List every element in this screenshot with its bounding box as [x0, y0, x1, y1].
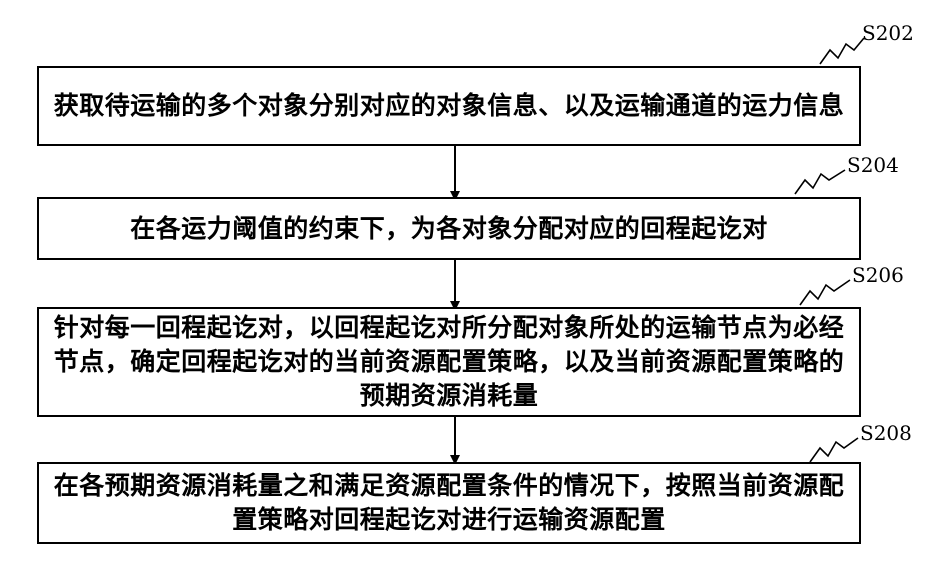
step-label-s206: S206 — [852, 264, 904, 286]
step-label-s208: S208 — [860, 422, 912, 444]
step-text-s204: 在各运力阈值的约束下，为各对象分配对应的回程起讫对 — [118, 212, 780, 246]
step-text-s202: 获取待运输的多个对象分别对应的对象信息、以及运输通道的运力信息 — [42, 89, 857, 123]
step-box-s208: 在各预期资源消耗量之和满足资源配置条件的情况下，按照当前资源配置策略对回程起讫对… — [37, 462, 861, 544]
step-box-s204: 在各运力阈值的约束下，为各对象分配对应的回程起讫对 — [37, 197, 861, 260]
label-leader-s206 — [800, 280, 850, 305]
step-label-s202: S202 — [862, 22, 914, 44]
step-label-s204: S204 — [847, 154, 899, 176]
label-leader-s204 — [795, 170, 845, 194]
label-leader-s202 — [820, 38, 864, 64]
step-text-s206: 针对每一回程起讫对，以回程起讫对所分配对象所处的运输节点为必经节点，确定回程起讫… — [39, 311, 859, 413]
step-box-s206: 针对每一回程起讫对，以回程起讫对所分配对象所处的运输节点为必经节点，确定回程起讫… — [37, 307, 861, 417]
step-box-s202: 获取待运输的多个对象分别对应的对象信息、以及运输通道的运力信息 — [37, 66, 861, 146]
label-leader-s208 — [810, 438, 858, 462]
step-text-s208: 在各预期资源消耗量之和满足资源配置条件的情况下，按照当前资源配置策略对回程起讫对… — [39, 469, 859, 537]
